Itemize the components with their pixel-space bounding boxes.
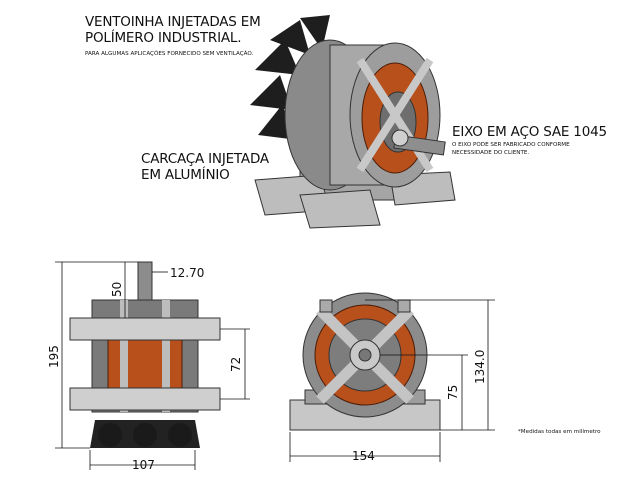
housing-callout-line2: EM ALUMÍNIO [141,167,230,183]
dim-shaft-length: 50 [110,282,124,297]
fan-callout-line1: VENTOINHA INJETADAS EM [85,14,261,30]
motor-3d-illustration [250,15,456,229]
fan-callout-note: PARA ALGUMAS APLICAÇÕES FORNECIDO SEM VE… [85,51,254,57]
dim-mount-spacing: 72 [229,357,243,372]
dim-front-height: 134.0 [473,350,487,384]
shaft-callout-note2: NECESSIDADE DO CLIENTE. [452,150,530,156]
dim-side-width: 107 [132,458,155,472]
shaft-callout-title: EIXO EM AÇO SAE 1045 [452,124,607,140]
shaft-callout-note1: O EIXO PODE SER FABRICADO CONFORME [452,142,570,148]
dim-axis-height: 75 [446,385,460,400]
front-view [289,292,441,431]
side-view [69,261,221,448]
dimension-lines [55,261,495,470]
dim-shaft-diameter: 12.70 [170,266,204,280]
dim-base-width: 154 [352,449,375,463]
fan-callout-line2: POLÍMERO INDUSTRIAL. [85,30,242,46]
units-footnote: *Medidas todas em milímetro [518,429,601,435]
dim-total-height: 195 [47,345,61,368]
housing-callout-line1: CARCAÇA INJETADA [141,151,269,167]
